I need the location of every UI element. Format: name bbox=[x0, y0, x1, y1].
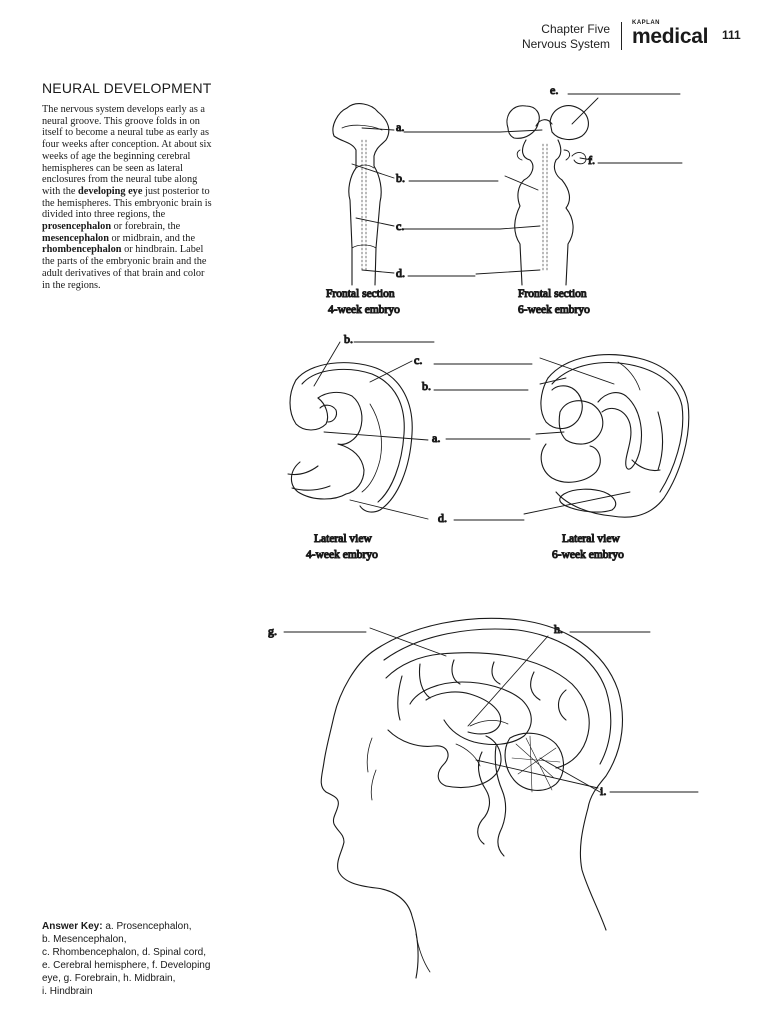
label-f: f. bbox=[588, 153, 595, 167]
caption-6week: 6-week embryo bbox=[518, 304, 590, 316]
caption-6week-lateral: 6-week embryo bbox=[552, 549, 624, 561]
frontal-6week-diagram bbox=[507, 106, 588, 285]
caption-frontal-6week: Frontal section bbox=[518, 288, 587, 300]
label-b-lateral-6week: b. bbox=[422, 379, 431, 393]
adult-brain-leaders bbox=[284, 628, 698, 792]
adult-brain-diagram bbox=[321, 618, 622, 978]
caption-lateral-4week: Lateral view bbox=[314, 533, 372, 545]
frontal-4week-diagram bbox=[333, 104, 389, 285]
caption-lateral-6week: Lateral view bbox=[562, 533, 620, 545]
label-b-4week: b. bbox=[396, 171, 405, 185]
lateral-4week-leaders bbox=[314, 342, 530, 520]
label-a-4week: a. bbox=[396, 120, 404, 134]
caption-4week: 4-week embryo bbox=[328, 304, 400, 316]
label-a-lateral: a. bbox=[432, 431, 440, 445]
label-d-4week: d. bbox=[396, 266, 405, 280]
label-c-lateral: c. bbox=[414, 353, 422, 367]
label-e: e. bbox=[550, 83, 558, 97]
label-c-4week: c. bbox=[396, 219, 404, 233]
label-h: h. bbox=[554, 622, 563, 636]
label-d-lateral: d. bbox=[438, 511, 447, 525]
label-i: i. bbox=[600, 784, 606, 798]
label-b-lateral-4week: b. bbox=[344, 332, 353, 346]
caption-4week-lateral: 4-week embryo bbox=[306, 549, 378, 561]
caption-frontal-4week: Frontal section bbox=[326, 288, 395, 300]
frontal-4week-leaders bbox=[352, 128, 500, 276]
label-g: g. bbox=[268, 624, 277, 638]
